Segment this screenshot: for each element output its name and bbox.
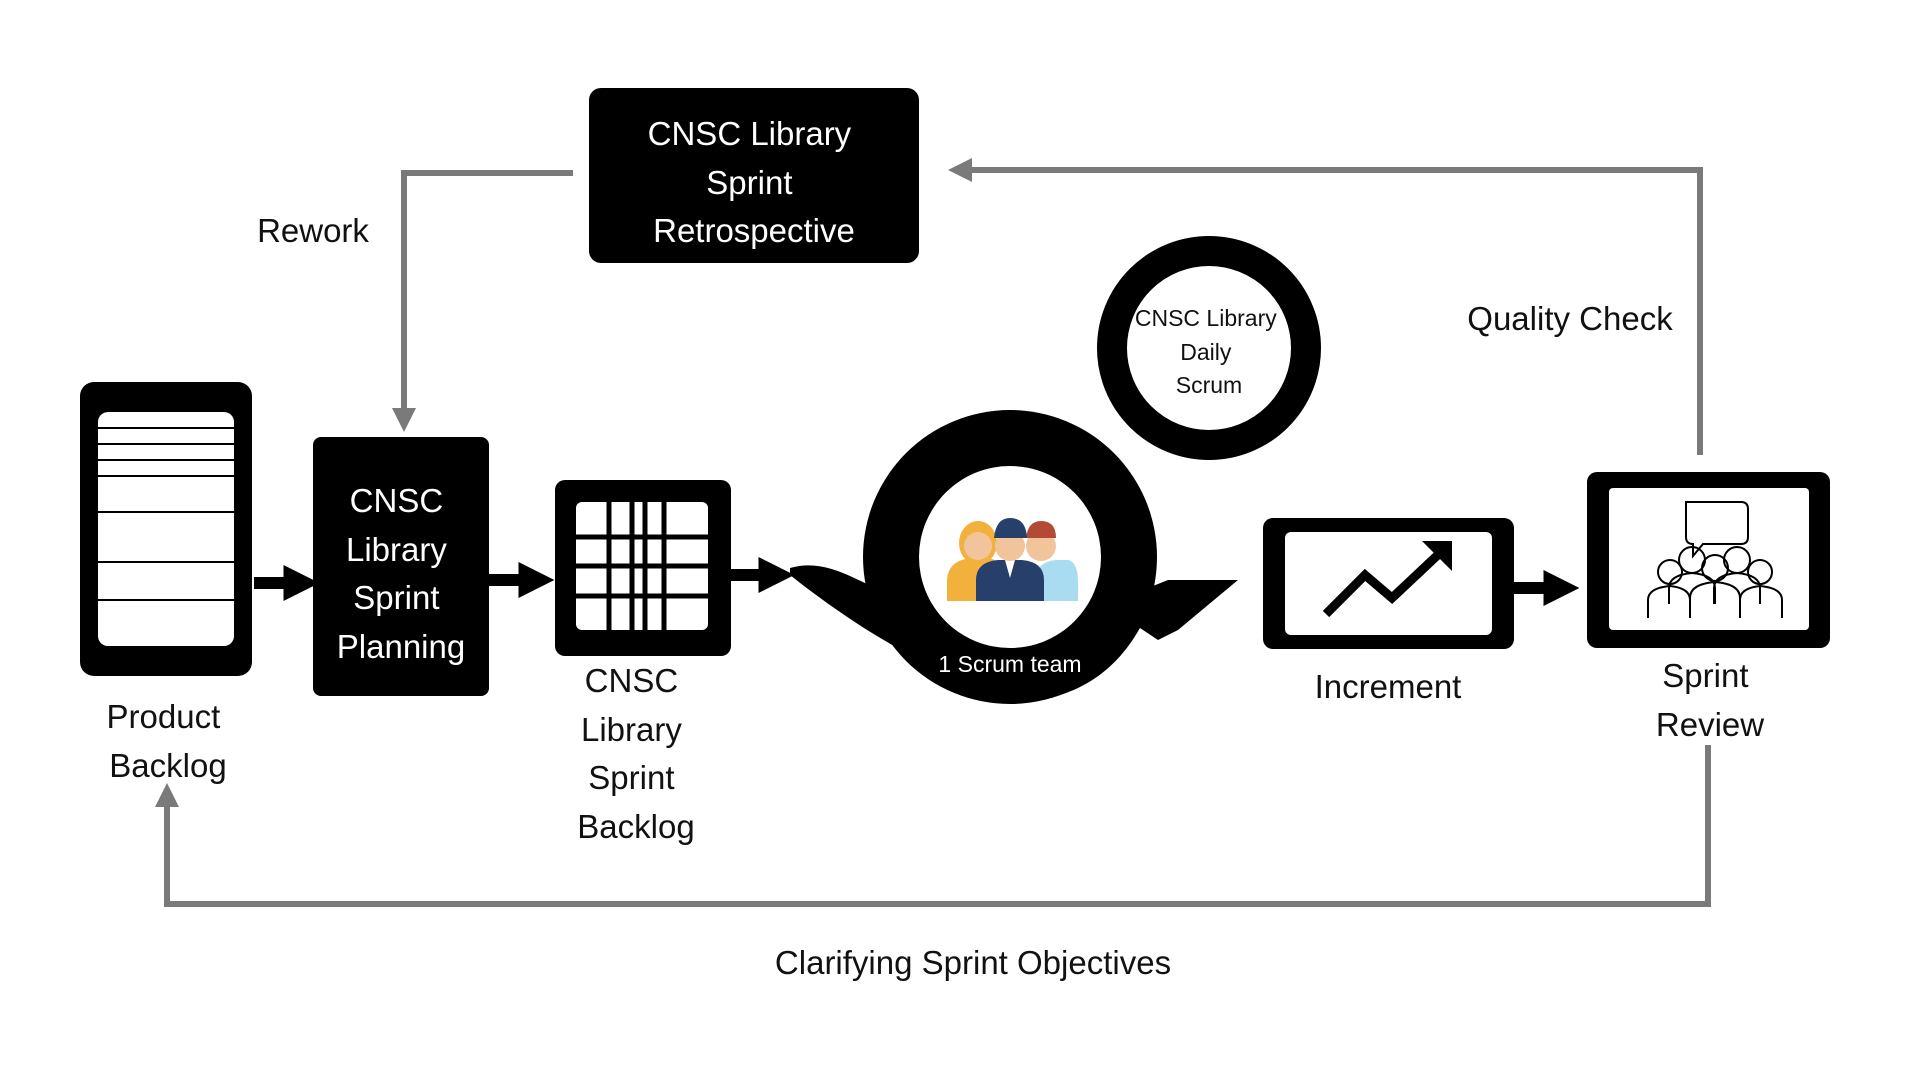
product-backlog-lines-icon [98,427,234,601]
team-people-icon [947,518,1078,601]
node-product-backlog: Product Backlog [80,382,252,784]
edge-label-rework: Rework [257,212,369,249]
daily-scrum-ring [1097,236,1321,460]
sprint-planning-box [313,437,489,696]
product-backlog-page [98,412,234,646]
connector-quality-check [948,158,1703,455]
product-backlog-label: Product Backlog [107,698,230,784]
meeting-discussion-icon [1647,501,1783,618]
node-sprint-planning: CNSC Library Sprint Planning [313,437,489,696]
connector-rework [392,170,573,432]
edge-label-clarifying: Clarifying Sprint Objectives [775,944,1171,981]
daily-scrum-label: CNSC Library Daily Scrum [1135,305,1283,398]
node-sprint-retrospective: CNSC Library Sprint Retrospective [589,88,919,263]
sprint-backlog-grid-icon [576,502,708,630]
sprint-backlog-label: CNSC Library Sprint Backlog [577,662,694,845]
node-daily-scrum: CNSC Library Daily Scrum [1097,236,1321,460]
scrum-team-label: 1 Scrum team [938,651,1081,677]
connector-clarifying [155,745,1711,907]
node-increment: Increment [1263,518,1514,705]
increment-screen [1285,532,1492,635]
sprint-retrospective-label: CNSC Library Sprint Retrospective [648,115,861,249]
sprint-planning-label: CNSC Library Sprint Planning [337,482,465,665]
node-scrum-team: 1 Scrum team [790,410,1238,704]
increment-label: Increment [1315,668,1462,705]
node-sprint-review: Sprint Review [1587,472,1830,743]
node-sprint-backlog: CNSC Library Sprint Backlog [555,480,731,845]
sprint-retrospective-box [589,88,919,263]
edge-label-quality-check: Quality Check [1467,300,1673,337]
trend-up-icon [1322,541,1452,618]
sprint-review-label: Sprint Review [1656,657,1764,743]
